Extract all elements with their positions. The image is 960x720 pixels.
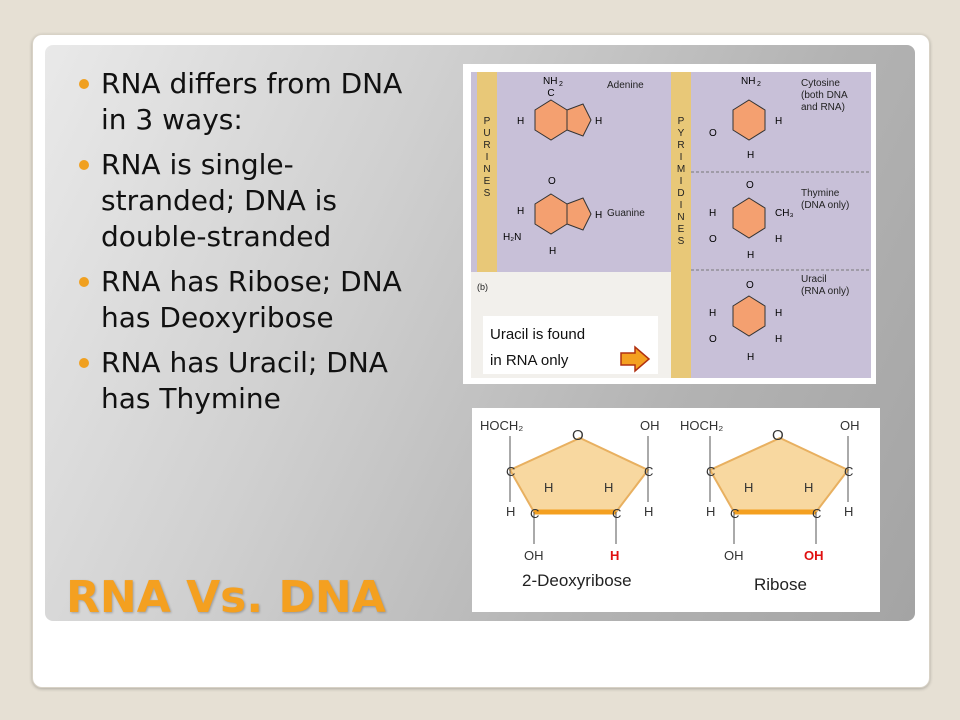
slide-title: RNA Vs. DNA	[66, 572, 386, 623]
svg-text:OH: OH	[840, 418, 860, 433]
svg-text:H: H	[747, 352, 754, 363]
bullet-icon	[79, 358, 89, 368]
svg-text:O: O	[709, 334, 717, 345]
svg-text:C: C	[730, 506, 739, 521]
bullet-icon	[79, 277, 89, 287]
ribose-label: Ribose	[754, 575, 807, 594]
svg-text:O: O	[548, 176, 556, 187]
svg-text:H: H	[744, 480, 753, 495]
bullet-item: RNA is single-stranded; DNA is double-st…	[75, 147, 415, 255]
svg-text:O: O	[746, 280, 754, 291]
deoxyribose-structure: HOCH₂ O OH C C H H H H C C OH H 2-Deoxyr…	[480, 418, 660, 590]
svg-text:O: O	[709, 234, 717, 245]
bullet-item: RNA differs from DNA in 3 ways:	[75, 66, 415, 138]
guanine-molecule: O H H₂N H H	[503, 176, 602, 257]
svg-text:O: O	[709, 128, 717, 139]
thymine-molecule: O H CH₃ O H H	[709, 180, 794, 261]
svg-text:2: 2	[559, 81, 563, 88]
svg-text:H: H	[775, 116, 782, 127]
svg-text:H: H	[544, 480, 553, 495]
bullet-text: RNA differs from DNA in 3 ways:	[101, 67, 403, 136]
svg-text:H: H	[804, 480, 813, 495]
svg-text:OH: OH	[640, 418, 660, 433]
uracil-callout: Uracil is found in RNA only	[490, 326, 589, 369]
bullet-text: RNA has Uracil; DNA has Thymine	[101, 346, 388, 415]
svg-text:OH: OH	[724, 548, 744, 563]
svg-text:O: O	[772, 427, 784, 444]
cytosine-label: Cytosine (both DNA and RNA)	[801, 78, 850, 113]
bullet-list: RNA differs from DNA in 3 ways: RNA is s…	[75, 66, 415, 426]
svg-text:C: C	[644, 464, 653, 479]
uracil-label: Uracil (RNA only)	[801, 274, 849, 297]
svg-text:CH₃: CH₃	[775, 208, 794, 219]
svg-text:C: C	[530, 506, 539, 521]
svg-text:H: H	[549, 246, 556, 257]
svg-text:H: H	[644, 504, 653, 519]
sugars-figure: HOCH₂ O OH C C H H H H C C OH H 2-Deoxyr…	[472, 408, 880, 612]
svg-text:C: C	[506, 464, 515, 479]
svg-text:H₂N: H₂N	[503, 232, 521, 243]
svg-text:H: H	[517, 206, 524, 217]
svg-text:H: H	[709, 208, 716, 219]
svg-text:H: H	[775, 234, 782, 245]
svg-text:C: C	[706, 464, 715, 479]
svg-text:H: H	[506, 504, 515, 519]
svg-text:H: H	[517, 116, 524, 127]
svg-text:C: C	[812, 506, 821, 521]
ribose-structure: HOCH₂ O OH C C H H H H C C OH OH Ribose	[680, 418, 860, 594]
svg-text:2: 2	[757, 81, 761, 88]
svg-text:OH: OH	[804, 548, 824, 563]
svg-text:NH: NH	[543, 76, 557, 87]
svg-text:H: H	[595, 210, 602, 221]
bullet-text: RNA is single-stranded; DNA is double-st…	[101, 148, 338, 253]
uracil-molecule: O H H O H H	[709, 280, 782, 363]
bullet-item: RNA has Uracil; DNA has Thymine	[75, 345, 415, 417]
bullet-icon	[79, 79, 89, 89]
guanine-label: Guanine	[607, 208, 645, 219]
bullet-item: RNA has Ribose; DNA has Deoxyribose	[75, 264, 415, 336]
svg-text:C: C	[547, 88, 554, 99]
svg-text:HOCH₂: HOCH₂	[680, 418, 723, 433]
arrow-right-icon	[620, 345, 651, 373]
svg-text:H: H	[709, 308, 716, 319]
purines-strip	[477, 72, 497, 272]
adenine-label: Adenine	[607, 80, 644, 91]
svg-text:HOCH₂: HOCH₂	[480, 418, 523, 433]
svg-text:C: C	[612, 506, 621, 521]
svg-text:H: H	[747, 150, 754, 161]
svg-text:H: H	[604, 480, 613, 495]
thymine-label: Thymine (DNA only)	[801, 188, 849, 211]
svg-text:H: H	[706, 504, 715, 519]
svg-text:C: C	[844, 464, 853, 479]
bullet-text: RNA has Ribose; DNA has Deoxyribose	[101, 265, 402, 334]
svg-text:H: H	[775, 308, 782, 319]
svg-text:H: H	[610, 548, 619, 563]
svg-text:O: O	[572, 427, 584, 444]
svg-text:H: H	[775, 334, 782, 345]
pyrimidines-strip	[671, 72, 691, 378]
panel-letter: (b)	[477, 282, 488, 292]
svg-text:H: H	[844, 504, 853, 519]
svg-text:OH: OH	[524, 548, 544, 563]
pyrimidines-panel	[671, 72, 871, 378]
purines-panel	[471, 72, 671, 272]
svg-text:NH: NH	[741, 76, 755, 87]
deoxyribose-label: 2-Deoxyribose	[522, 571, 632, 590]
bullet-icon	[79, 160, 89, 170]
svg-text:H: H	[595, 116, 602, 127]
svg-text:H: H	[747, 250, 754, 261]
svg-text:O: O	[746, 180, 754, 191]
